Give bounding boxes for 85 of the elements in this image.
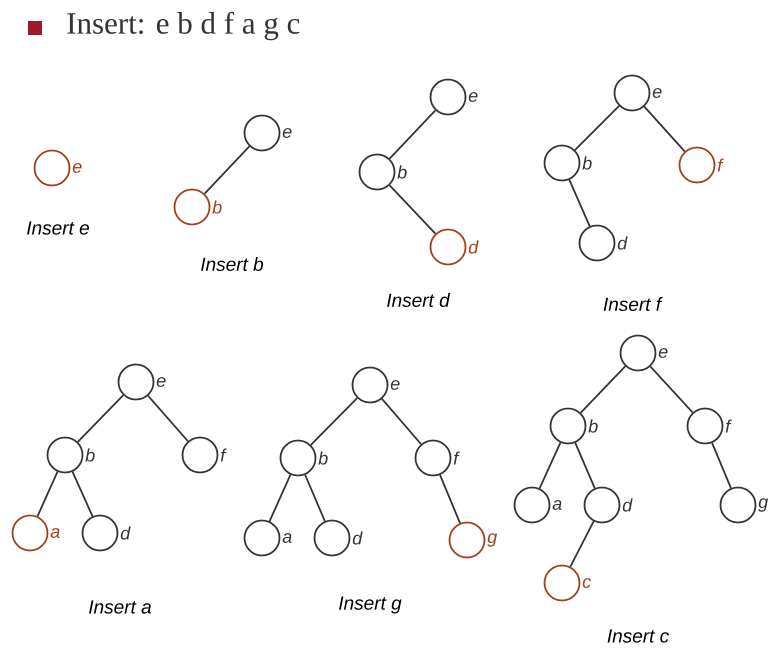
node-letter: c <box>582 578 591 588</box>
node-letter: b <box>212 200 222 214</box>
tree-edge <box>72 471 94 517</box>
tree-node-circle <box>174 188 210 226</box>
tree-node-circle <box>678 146 716 184</box>
node-letter: d <box>120 526 131 540</box>
tree-node-circle <box>620 334 656 372</box>
tree-edge <box>574 442 596 488</box>
tree-edge <box>439 474 461 524</box>
node-letter: e <box>652 88 662 98</box>
tree-node-circle <box>358 154 396 190</box>
caption: Insert e <box>27 221 89 235</box>
tree-edge <box>268 474 292 522</box>
node-letter: a <box>50 528 60 538</box>
tree-edge <box>711 442 732 488</box>
node-letter: e <box>390 380 400 390</box>
tree-node-circle <box>118 364 154 400</box>
node-letter: e <box>658 348 668 358</box>
tree-node-circle <box>352 366 388 404</box>
caption: Insert f <box>604 297 663 311</box>
node-letter: g <box>487 533 498 547</box>
node-letter: a <box>282 533 292 543</box>
tree-node-circle <box>182 436 218 474</box>
node-letter: f <box>726 419 732 433</box>
tree-node-circle <box>244 520 280 556</box>
tree-node-circle <box>550 408 586 444</box>
caption: Insert b <box>201 257 264 271</box>
node-letter: e <box>72 163 82 173</box>
tree-node-circle <box>280 440 316 476</box>
tree-node-circle <box>244 114 280 152</box>
tree-node-circle <box>414 440 452 476</box>
tree-edge <box>77 394 124 442</box>
tree-node-circle <box>514 486 550 524</box>
node-letter: d <box>352 531 363 545</box>
tree-node-circle <box>686 408 724 444</box>
tree-edge <box>389 110 436 160</box>
tree-node-circle <box>448 522 486 558</box>
tree-edge <box>538 442 562 489</box>
tree-edge <box>381 398 422 445</box>
node-letter: b <box>318 451 328 465</box>
node-letter: e <box>282 128 292 138</box>
tree-node-circle <box>430 228 466 266</box>
node-letter: d <box>622 498 633 512</box>
node-letter: g <box>758 498 768 512</box>
node-letter: a <box>552 500 562 510</box>
tree-node-circle <box>544 564 580 602</box>
node-letter: b <box>588 419 598 433</box>
node-letter: f <box>718 158 724 172</box>
node-letter: d <box>618 236 628 250</box>
tree-edge <box>568 180 590 226</box>
tree-node-circle <box>12 514 48 552</box>
caption: Insert g <box>339 596 402 614</box>
node-letter: d <box>468 240 479 254</box>
caption: Insert d <box>387 293 450 307</box>
tree-edge <box>304 474 326 522</box>
node-letter: b <box>85 448 95 462</box>
caption: Insert a <box>89 600 152 614</box>
tree-edge <box>570 520 594 568</box>
tree-edge <box>650 366 694 414</box>
node-letter: b <box>582 156 592 170</box>
tree-edge <box>389 184 436 234</box>
tree-edge <box>204 146 250 194</box>
node-letter: f <box>454 451 460 465</box>
tree-edge <box>580 366 626 414</box>
tree-edge <box>310 397 358 446</box>
tree-node-circle <box>578 224 616 262</box>
tree-edge <box>147 395 189 442</box>
node-letter: f <box>220 448 227 462</box>
tree-edge <box>574 105 620 151</box>
tree-node-circle <box>314 520 350 556</box>
caption: Insert c <box>608 629 669 643</box>
tree-node-circle <box>544 144 580 182</box>
tree-node-circle <box>430 78 466 116</box>
tree-node-circle <box>584 486 620 524</box>
title: Insert: e b d f a g c <box>67 12 300 40</box>
tree-node-circle <box>34 150 70 186</box>
node-letter: b <box>397 165 407 179</box>
tree-node-circle <box>82 514 118 552</box>
tree-edge <box>644 106 686 152</box>
tree-node-circle <box>46 436 84 474</box>
tree-edge <box>36 471 58 517</box>
tree-node-circle <box>720 486 756 524</box>
node-letter: e <box>468 92 478 102</box>
node-letter: e <box>156 377 166 387</box>
tree-node-circle <box>614 74 650 112</box>
